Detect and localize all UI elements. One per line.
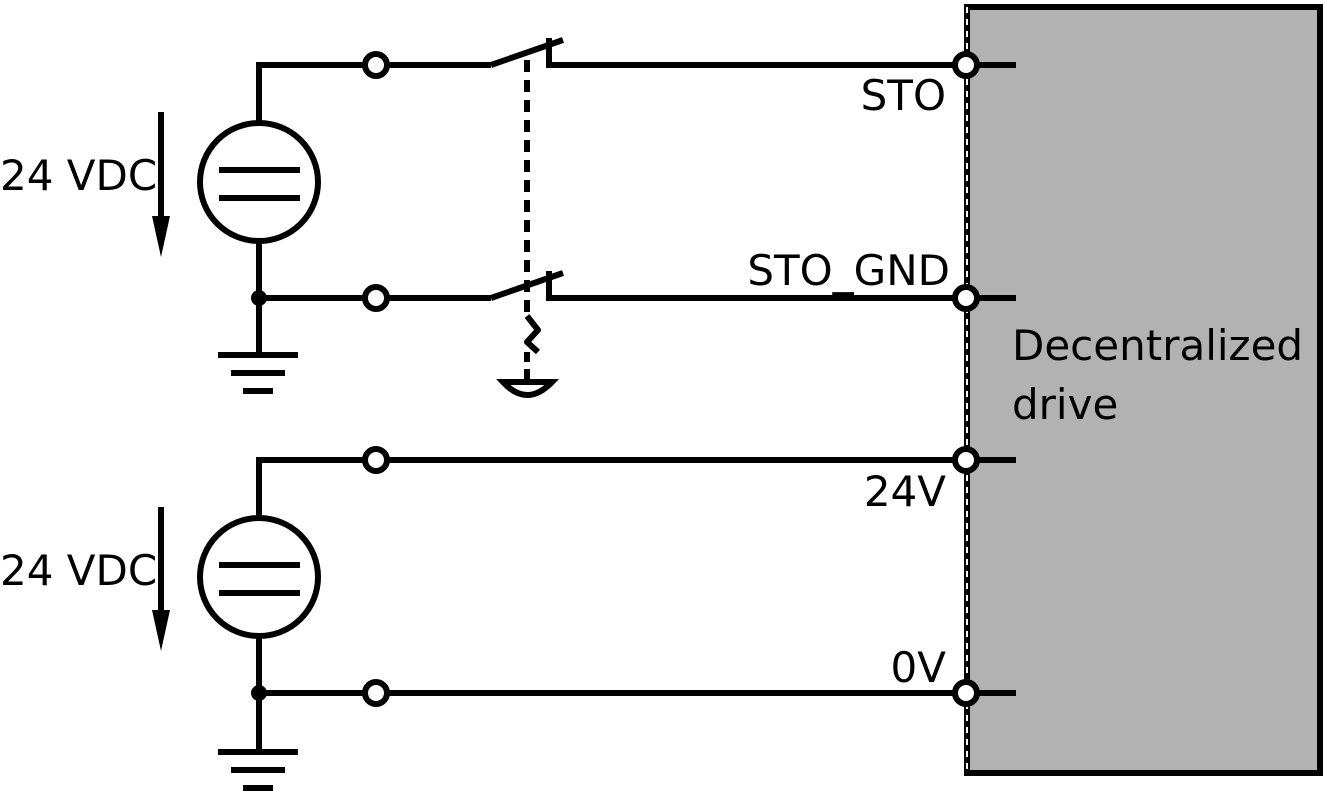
drive-label-line1: Decentralized xyxy=(1012,321,1303,370)
terminal-label-sto-gnd: STO_GND xyxy=(747,246,950,295)
dc-source-icon xyxy=(197,120,321,244)
dc-source-icon xyxy=(197,515,321,639)
source-top-wire xyxy=(256,457,363,518)
ground-icon xyxy=(218,693,298,791)
drive-terminals: STO STO_GND 24V 0V xyxy=(747,51,1016,707)
terminal-label-sto: STO xyxy=(861,71,946,120)
source-top-wire xyxy=(256,62,363,123)
source-bottom-wire xyxy=(256,241,363,301)
terminal-icon xyxy=(362,284,390,312)
terminal-icon xyxy=(362,679,390,707)
voltage-arrow-icon xyxy=(152,507,170,651)
terminal-icon xyxy=(362,51,390,79)
terminal-label-0v: 0V xyxy=(891,643,947,692)
decentralized-drive: Decentralized drive xyxy=(964,4,1323,776)
terminal-icon xyxy=(952,51,980,79)
ground-icon xyxy=(218,298,298,394)
source-voltage-label: 24 VDC xyxy=(0,546,157,595)
source-voltage-label: 24 VDC xyxy=(0,151,157,200)
terminal-icon xyxy=(952,679,980,707)
source-bottom-wire xyxy=(256,636,363,696)
terminal-label-24v: 24V xyxy=(864,467,946,516)
terminal-icon xyxy=(362,446,390,474)
supply-circuit: 24 VDC xyxy=(0,446,966,791)
terminal-icon xyxy=(952,284,980,312)
voltage-arrow-icon xyxy=(152,112,170,257)
drive-label-line2: drive xyxy=(1012,380,1118,429)
safety-circuit: 24 VDC xyxy=(0,37,966,398)
drive-body xyxy=(964,4,1323,776)
emergency-stop-switch-icon xyxy=(490,37,966,398)
terminal-icon xyxy=(952,446,980,474)
